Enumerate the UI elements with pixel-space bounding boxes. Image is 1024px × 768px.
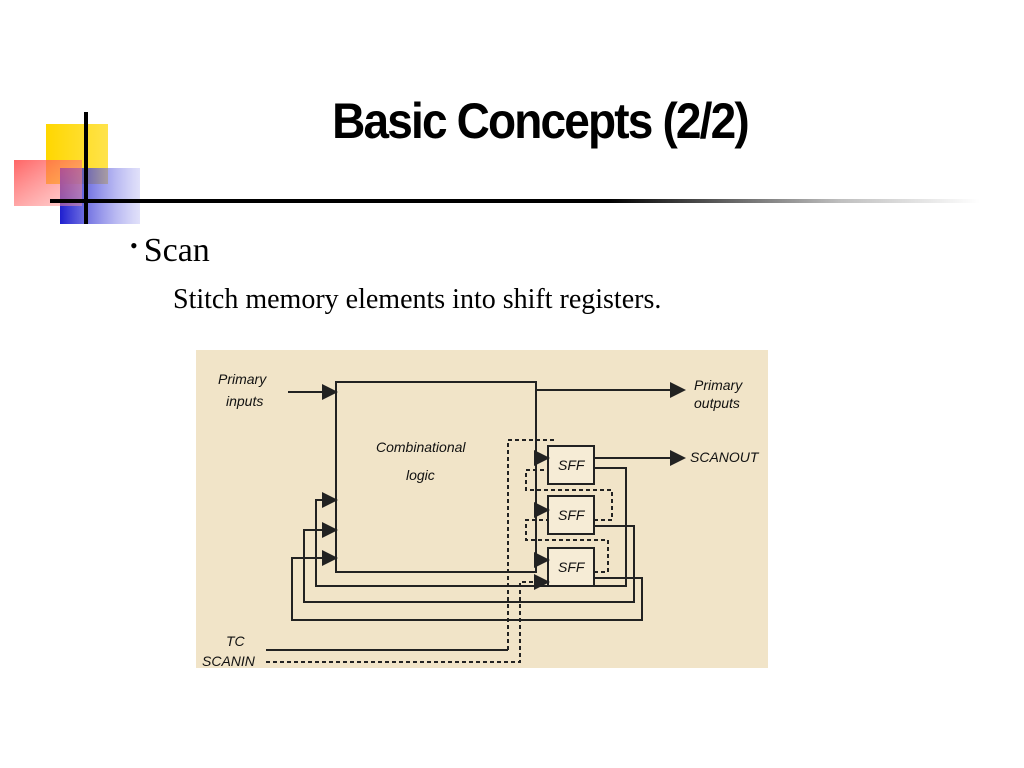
slide-title: Basic Concepts (2/2) — [332, 93, 750, 149]
sff-box-2 — [547, 495, 595, 535]
scanin-label: SCANIN — [202, 653, 256, 668]
primary-inputs-label-2: inputs — [226, 393, 263, 409]
decorative-corner-graphic — [14, 112, 140, 224]
sff-label-3: SFF — [558, 559, 586, 575]
sff-label-1: SFF — [558, 457, 586, 473]
bullet-dot-icon: • — [130, 233, 138, 258]
sff-label-2: SFF — [558, 507, 586, 523]
scan-chain-figure: Primary inputs Primary outputs Combinati… — [196, 350, 768, 668]
bullet-text: Scan — [143, 232, 210, 269]
bullet-item: •Scan — [130, 232, 210, 270]
title-divider — [50, 199, 980, 203]
comb-logic-label-2: logic — [406, 467, 435, 483]
primary-outputs-label-2: outputs — [694, 395, 740, 411]
bullet-subtext: Stitch memory elements into shift regist… — [173, 284, 662, 315]
scanout-label: SCANOUT — [690, 449, 760, 465]
comb-logic-label: Combinational — [376, 439, 466, 455]
primary-inputs-label: Primary — [218, 371, 267, 387]
combinational-logic-block — [335, 381, 537, 573]
primary-outputs-label: Primary — [694, 377, 743, 393]
tc-label: TC — [226, 633, 246, 649]
